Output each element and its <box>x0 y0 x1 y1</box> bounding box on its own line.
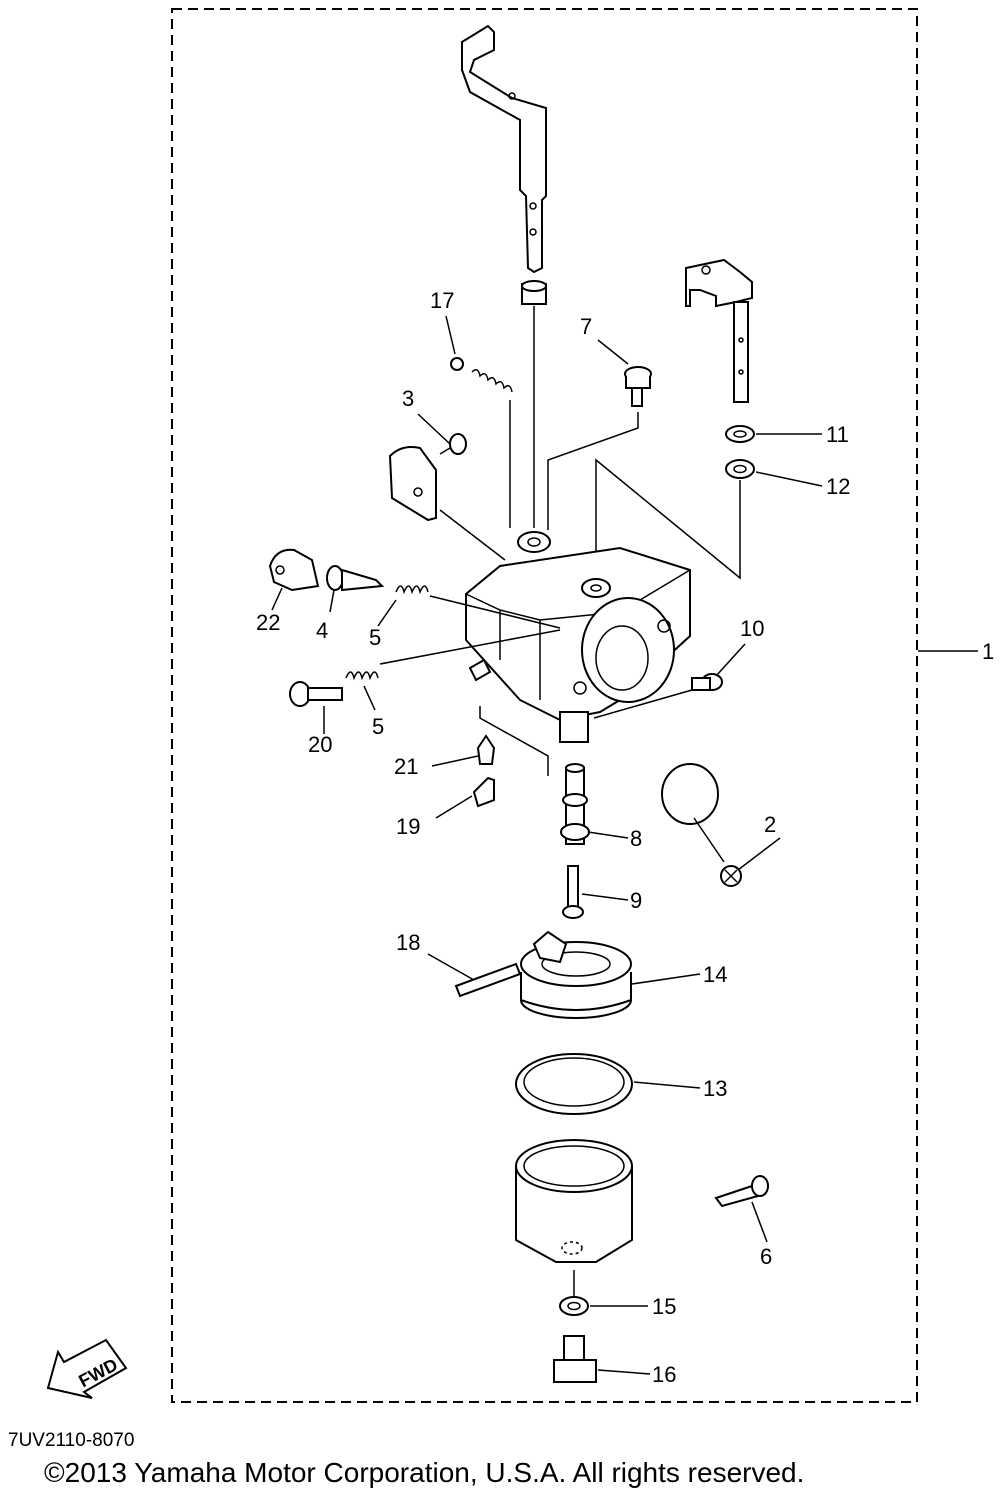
callout-21: 21 <box>394 754 418 779</box>
part-8-tube <box>560 763 590 845</box>
part-10-jet <box>691 673 723 691</box>
part-6-screw <box>714 1175 769 1208</box>
part-20-screw <box>289 681 343 707</box>
part-21-needle <box>476 734 496 765</box>
part-9-jet <box>562 865 584 919</box>
copyright-notice: ©2013 Yamaha Motor Corporation, U.S.A. A… <box>44 1457 804 1488</box>
callout-22: 22 <box>256 610 280 635</box>
callout-17: 17 <box>430 288 454 313</box>
part-15-washer <box>559 1296 589 1316</box>
part-4-screw <box>326 565 385 592</box>
part-14-float <box>520 930 632 1019</box>
callout-numbers: 1 2 3 4 5 5 6 7 8 9 10 11 12 13 14 15 16… <box>256 288 994 1387</box>
callout-1: 1 <box>982 639 994 664</box>
callout-19: 19 <box>396 814 420 839</box>
part-18-pin <box>454 962 522 998</box>
callout-3: 3 <box>402 386 414 411</box>
callout-16: 16 <box>652 1362 676 1387</box>
callout-20: 20 <box>308 732 332 757</box>
choke-plate <box>388 446 437 522</box>
part-5-spring-upper <box>395 585 429 595</box>
leader-lines <box>271 315 978 1375</box>
part-17-spring <box>471 369 513 393</box>
callout-8: 8 <box>630 826 642 851</box>
callout-18: 18 <box>396 930 420 955</box>
callout-14: 14 <box>703 962 727 987</box>
callout-2: 2 <box>764 812 776 837</box>
float-bowl <box>515 1139 633 1263</box>
callout-6: 6 <box>760 1244 772 1269</box>
part-12-washer <box>725 459 755 479</box>
part-13-gasket <box>515 1053 633 1115</box>
part-2-screw <box>720 865 742 887</box>
callout-5-upper: 5 <box>369 625 381 650</box>
part-5-spring-lower <box>345 671 379 681</box>
document-code: 7UV2110-8070 <box>8 1430 134 1451</box>
fwd-arrow-icon: FWD <box>46 1338 128 1399</box>
callout-7: 7 <box>580 314 592 339</box>
callout-15: 15 <box>652 1294 676 1319</box>
callout-12: 12 <box>826 474 850 499</box>
part-11-washer <box>725 425 755 443</box>
choke-lever <box>461 24 547 274</box>
throttle-lever <box>685 258 753 403</box>
callout-11: 11 <box>826 422 849 447</box>
carburetor-body <box>465 531 691 743</box>
part-3-screw <box>439 433 467 455</box>
part-17-ball <box>450 357 464 371</box>
part-22-cap <box>268 548 320 592</box>
callout-4: 4 <box>316 618 328 643</box>
callout-9: 9 <box>630 888 642 913</box>
callout-10: 10 <box>740 616 764 641</box>
part-16-bolt <box>553 1335 597 1383</box>
part-19-clip <box>472 776 495 808</box>
lever-screw <box>521 280 547 305</box>
part-7-screw <box>624 366 652 407</box>
cover-disk <box>661 763 719 825</box>
callout-13: 13 <box>703 1076 727 1101</box>
callout-5-lower: 5 <box>372 714 384 739</box>
assembly-boundary <box>171 8 918 1403</box>
